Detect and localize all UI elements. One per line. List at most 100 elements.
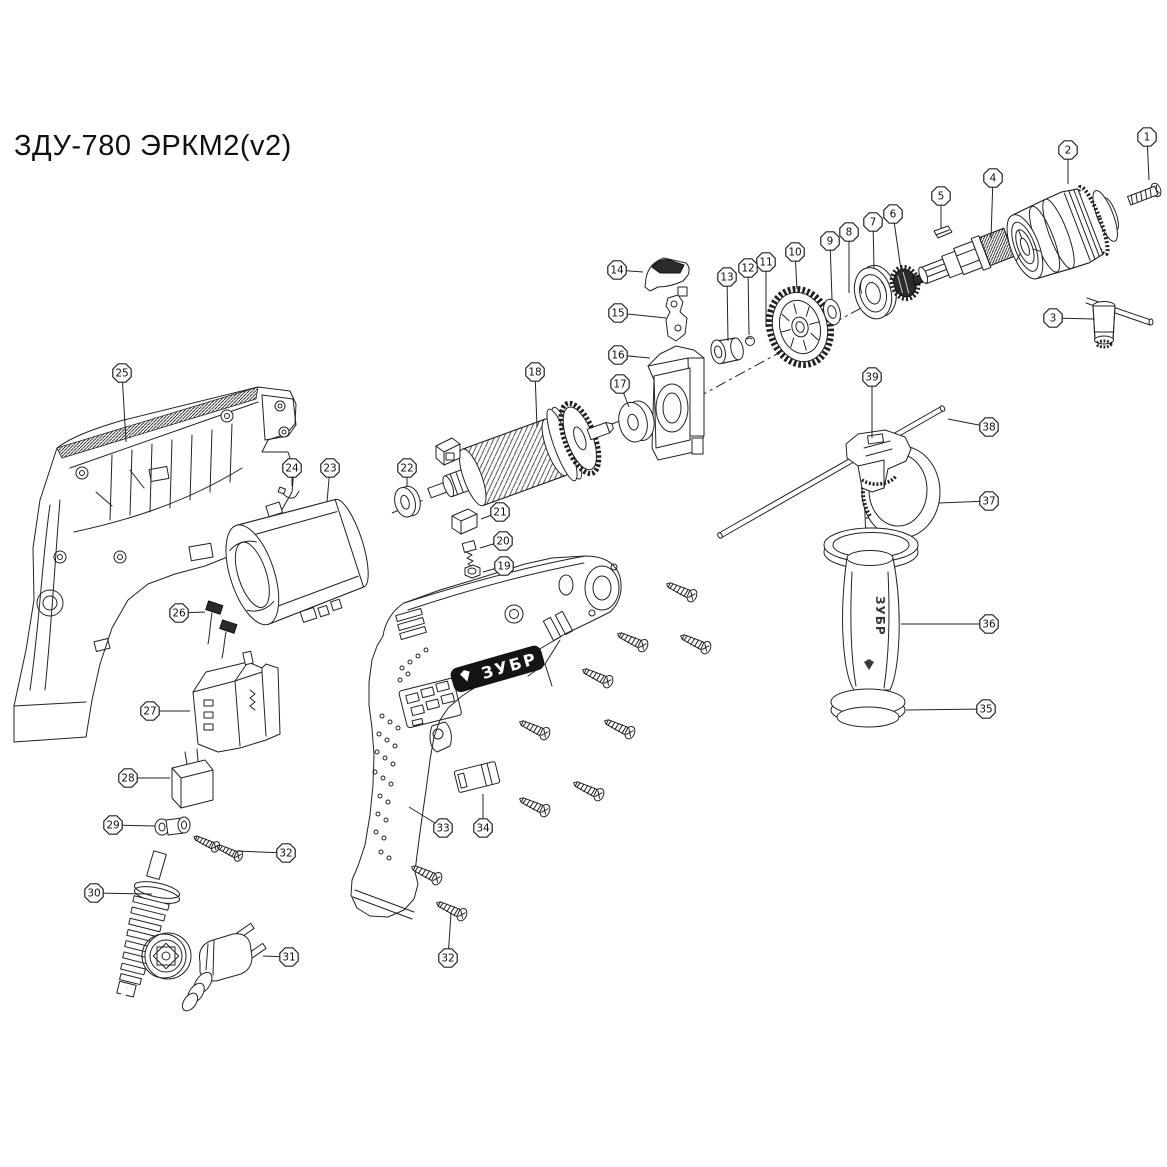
part-gear-10: [761, 283, 839, 372]
callout-number: 13: [720, 272, 733, 284]
callout-layer: 1234567891011121314151617181920212223242…: [85, 128, 1156, 967]
callout-badge-37: [980, 492, 998, 510]
callout-17-16: 17: [611, 375, 629, 407]
part-spindle: [914, 223, 1023, 292]
callout-33-33: 33: [409, 807, 452, 837]
callout-badge-38: [980, 418, 998, 436]
diagram-title: ЗДУ-780 ЭРКМ2(v2): [14, 130, 292, 162]
part-chuck: [998, 177, 1129, 288]
screw-32-bottom: [433, 896, 470, 923]
callout-badge-16: [609, 346, 627, 364]
callout-number: 37: [982, 496, 995, 508]
callout-number: 18: [528, 367, 541, 379]
part-handle-cap: [831, 689, 905, 727]
callout-leader-4: [991, 178, 993, 238]
part-sleeve-13: [709, 335, 745, 365]
callout-34-34: 34: [474, 794, 492, 837]
callout-number: 7: [870, 217, 877, 229]
callout-badge-5: [932, 187, 950, 205]
callout-badge-33: [434, 819, 452, 837]
callout-19-18: 19: [483, 557, 513, 575]
callout-number: 5: [938, 191, 945, 203]
grip-texture-dots: [373, 648, 428, 860]
callout-2-1: 2: [1059, 141, 1077, 184]
callout-number: 4: [990, 173, 997, 185]
callout-6-5: 6: [884, 205, 902, 270]
callout-number: 29: [106, 820, 119, 832]
part-circlip-8: [842, 294, 855, 311]
callout-leader-12: [748, 268, 749, 335]
callout-16-15: 16: [609, 346, 650, 364]
part-brush-holder-upper: [436, 438, 460, 465]
callout-badge-35: [977, 700, 995, 718]
part-washer-22: [391, 484, 423, 519]
part-ball-12: [746, 337, 755, 346]
callout-number: 20: [496, 536, 509, 548]
callout-badge-9: [821, 232, 839, 250]
callout-badge-31: [280, 948, 298, 966]
callout-23-22: 23: [321, 459, 339, 502]
part-screws-32-left: [191, 831, 245, 864]
callout-12-11: 12: [739, 259, 757, 335]
callout-number: 30: [87, 888, 100, 900]
callout-badge-13: [718, 268, 736, 286]
callout-badge-30: [85, 884, 103, 902]
callout-15-14: 15: [609, 304, 666, 322]
callout-32-31: 32: [237, 844, 295, 862]
callout-number: 24: [285, 463, 299, 475]
part-cord-protector: [117, 851, 191, 997]
callout-32-32: 32: [439, 913, 457, 967]
callout-badge-32: [439, 949, 457, 967]
callout-3-2: 3: [1044, 309, 1094, 327]
part-nut: [465, 565, 480, 578]
callout-number: 38: [982, 422, 995, 434]
part-screw-1: [1126, 182, 1162, 207]
callout-badge-24: [283, 459, 301, 477]
callout-4-3: 4: [984, 169, 1002, 238]
part-housing-left: [14, 387, 296, 742]
callout-number: 3: [1050, 313, 1057, 325]
callout-number: 17: [613, 379, 626, 391]
callout-badge-26: [170, 604, 188, 622]
callout-7-6: 7: [864, 213, 882, 268]
callout-badge-8: [840, 223, 858, 241]
callout-28-27: 28: [119, 769, 170, 787]
callout-badge-3: [1044, 309, 1062, 327]
callout-number: 15: [611, 308, 624, 320]
callout-badge-4: [984, 169, 1002, 187]
callout-20-19: 20: [480, 532, 512, 550]
callout-badge-29: [104, 816, 122, 834]
part-stator: [213, 481, 381, 639]
callout-number: 36: [982, 619, 996, 631]
callout-badge-25: [113, 364, 131, 382]
part-housing-right: ЗУБР: [351, 556, 621, 919]
part-chuck-key: [1086, 298, 1153, 347]
part-clamp-top: [846, 430, 911, 492]
callout-leader-13: [727, 277, 728, 341]
callout-10-9: 10: [786, 243, 804, 289]
part-bearing-7: [849, 261, 902, 323]
callout-21-20: 21: [481, 503, 509, 521]
callout-number: 39: [865, 372, 878, 384]
callout-number: 22: [400, 463, 413, 475]
callout-5-4: 5: [932, 187, 950, 228]
part-plate-15: [666, 295, 687, 341]
callout-18-17: 18: [526, 363, 544, 427]
callout-11-10: 11: [757, 253, 775, 327]
callout-number: 9: [827, 236, 834, 248]
callout-number: 32: [279, 848, 292, 860]
callout-37-37: 37: [939, 492, 998, 510]
callout-badge-2: [1059, 141, 1077, 159]
callout-number: 26: [172, 608, 186, 620]
callout-number: 1: [1144, 132, 1151, 144]
callout-number: 19: [497, 561, 510, 573]
callout-13-12: 13: [718, 268, 736, 341]
callout-number: 8: [846, 227, 853, 239]
part-cord-clamp: [155, 817, 190, 835]
callout-31-30: 31: [263, 948, 298, 966]
part-armature: [416, 391, 625, 529]
callout-leader-25: [122, 373, 126, 442]
callout-number: 34: [476, 823, 490, 835]
